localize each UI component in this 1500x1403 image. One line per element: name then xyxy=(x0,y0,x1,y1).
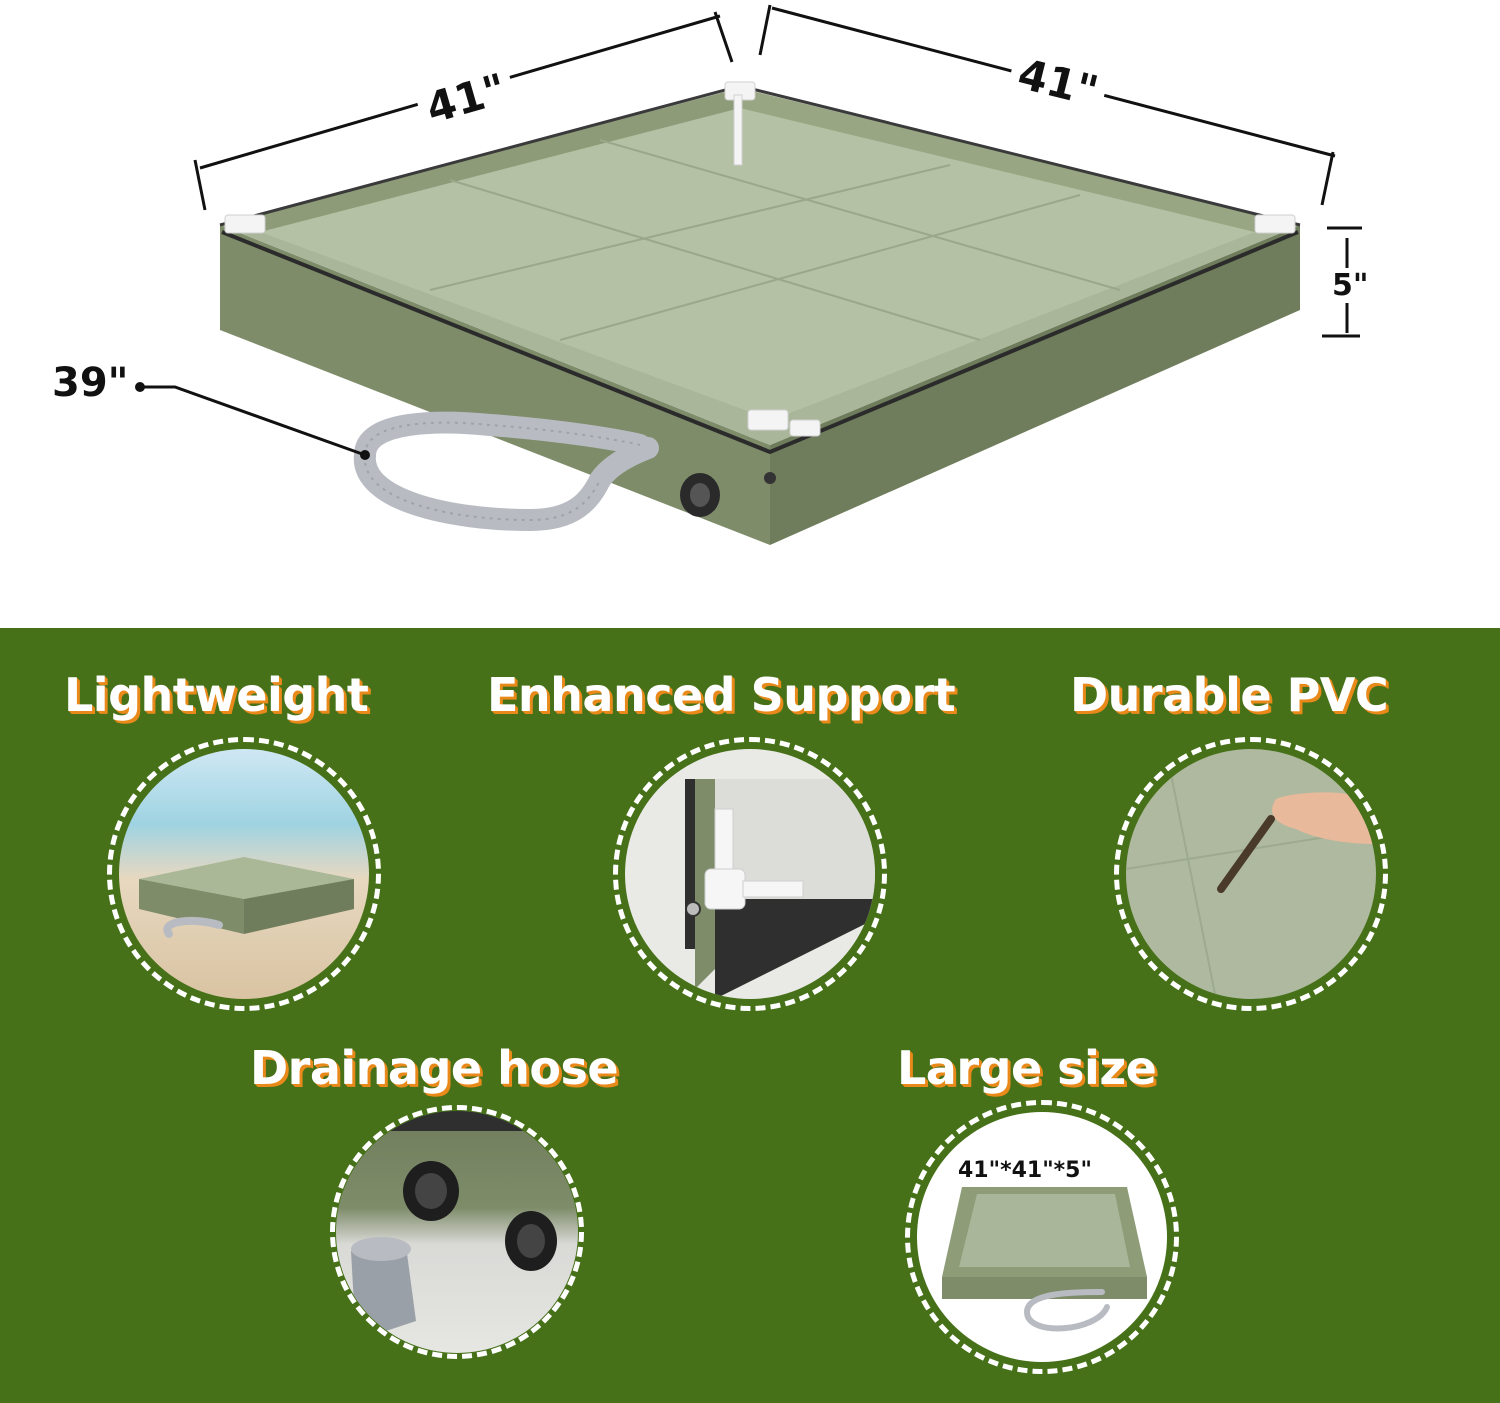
drainage-ring xyxy=(330,1105,584,1359)
feature-title-drainage: Drainage hose xyxy=(250,1041,619,1095)
size-ring xyxy=(905,1100,1179,1374)
pan-floor-inner xyxy=(260,108,1255,420)
drainage-photo xyxy=(336,790,572,1026)
feature-title-lightweight: Lightweight xyxy=(64,668,369,722)
support-ring xyxy=(613,737,887,1011)
lightweight-ring xyxy=(107,737,381,1011)
hose-length-label: 39" xyxy=(52,360,129,406)
drain-hose xyxy=(353,411,659,532)
pan-wall-right xyxy=(770,225,1300,545)
feature-title-size: Large size xyxy=(897,1041,1157,1095)
product-diagram: 41" 41" 5" 39" xyxy=(0,0,1500,628)
feature-title-support: Enhanced Support xyxy=(487,668,956,722)
features-panel: Lightweight Enhanced Support Durable PVC xyxy=(0,628,1500,1403)
shower-pan-illustration xyxy=(135,4,1362,545)
height-label: 5" xyxy=(1330,268,1371,303)
corner-bracket xyxy=(224,81,1296,437)
pvc-ring xyxy=(1114,737,1388,1011)
feature-title-pvc: Durable PVC xyxy=(1070,668,1389,722)
